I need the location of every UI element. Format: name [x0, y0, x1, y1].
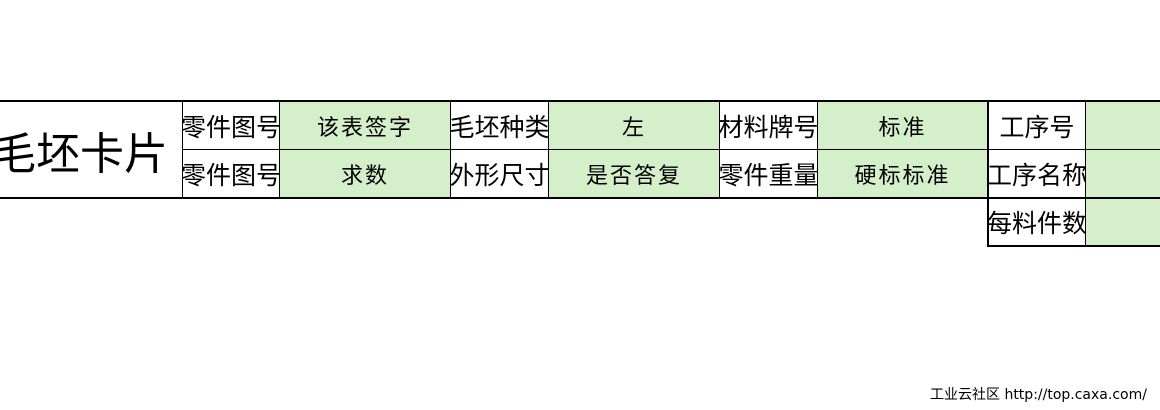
table-top-border — [0, 100, 1160, 102]
label-pieces-per-blank: 每料件数 — [989, 209, 1085, 238]
label-material-grade: 材料牌号 — [720, 112, 817, 142]
field-part-number-2-value[interactable]: 求数 — [280, 150, 450, 197]
label-part-number-2: 零件图号 — [183, 160, 279, 190]
field-process-number-value[interactable] — [1086, 102, 1160, 149]
col-divider-2 — [450, 100, 451, 198]
label-process-name: 工序名称 — [989, 160, 1085, 190]
col-divider-7 — [1085, 100, 1086, 246]
label-process-number: 工序号 — [999, 112, 1075, 142]
label-part-number: 零件图号 — [183, 112, 279, 142]
table-bottom-border — [987, 245, 1160, 247]
label-blank-type: 毛坯种类 — [451, 112, 548, 142]
field-outer-dimensions-value[interactable]: 是否答复 — [549, 150, 719, 197]
field-blank-type-value[interactable]: 左 — [549, 102, 719, 149]
field-part-number-value[interactable]: 该表签字 — [280, 102, 450, 149]
site-watermark: 工业云社区 http://top.caxa.com/ — [930, 387, 1147, 403]
col-divider-4 — [719, 100, 720, 198]
field-process-name-value[interactable] — [1086, 150, 1160, 197]
row-divider-1 — [182, 149, 1160, 150]
col-divider-1 — [279, 100, 280, 198]
label-outer-dimensions: 外形尺寸 — [451, 160, 548, 190]
field-pieces-per-blank-value[interactable] — [1086, 199, 1160, 245]
col-divider-title — [182, 100, 183, 198]
col-divider-6 — [987, 100, 989, 247]
card-title: 毛坯卡片 — [0, 128, 168, 180]
row-divider-2 — [0, 197, 1160, 199]
col-divider-5 — [817, 100, 818, 198]
label-part-weight: 零件重量 — [720, 160, 817, 190]
field-material-grade-value[interactable]: 标准 — [818, 102, 987, 149]
field-part-weight-value[interactable]: 硬标标准 — [818, 150, 987, 197]
col-divider-3 — [548, 100, 549, 198]
